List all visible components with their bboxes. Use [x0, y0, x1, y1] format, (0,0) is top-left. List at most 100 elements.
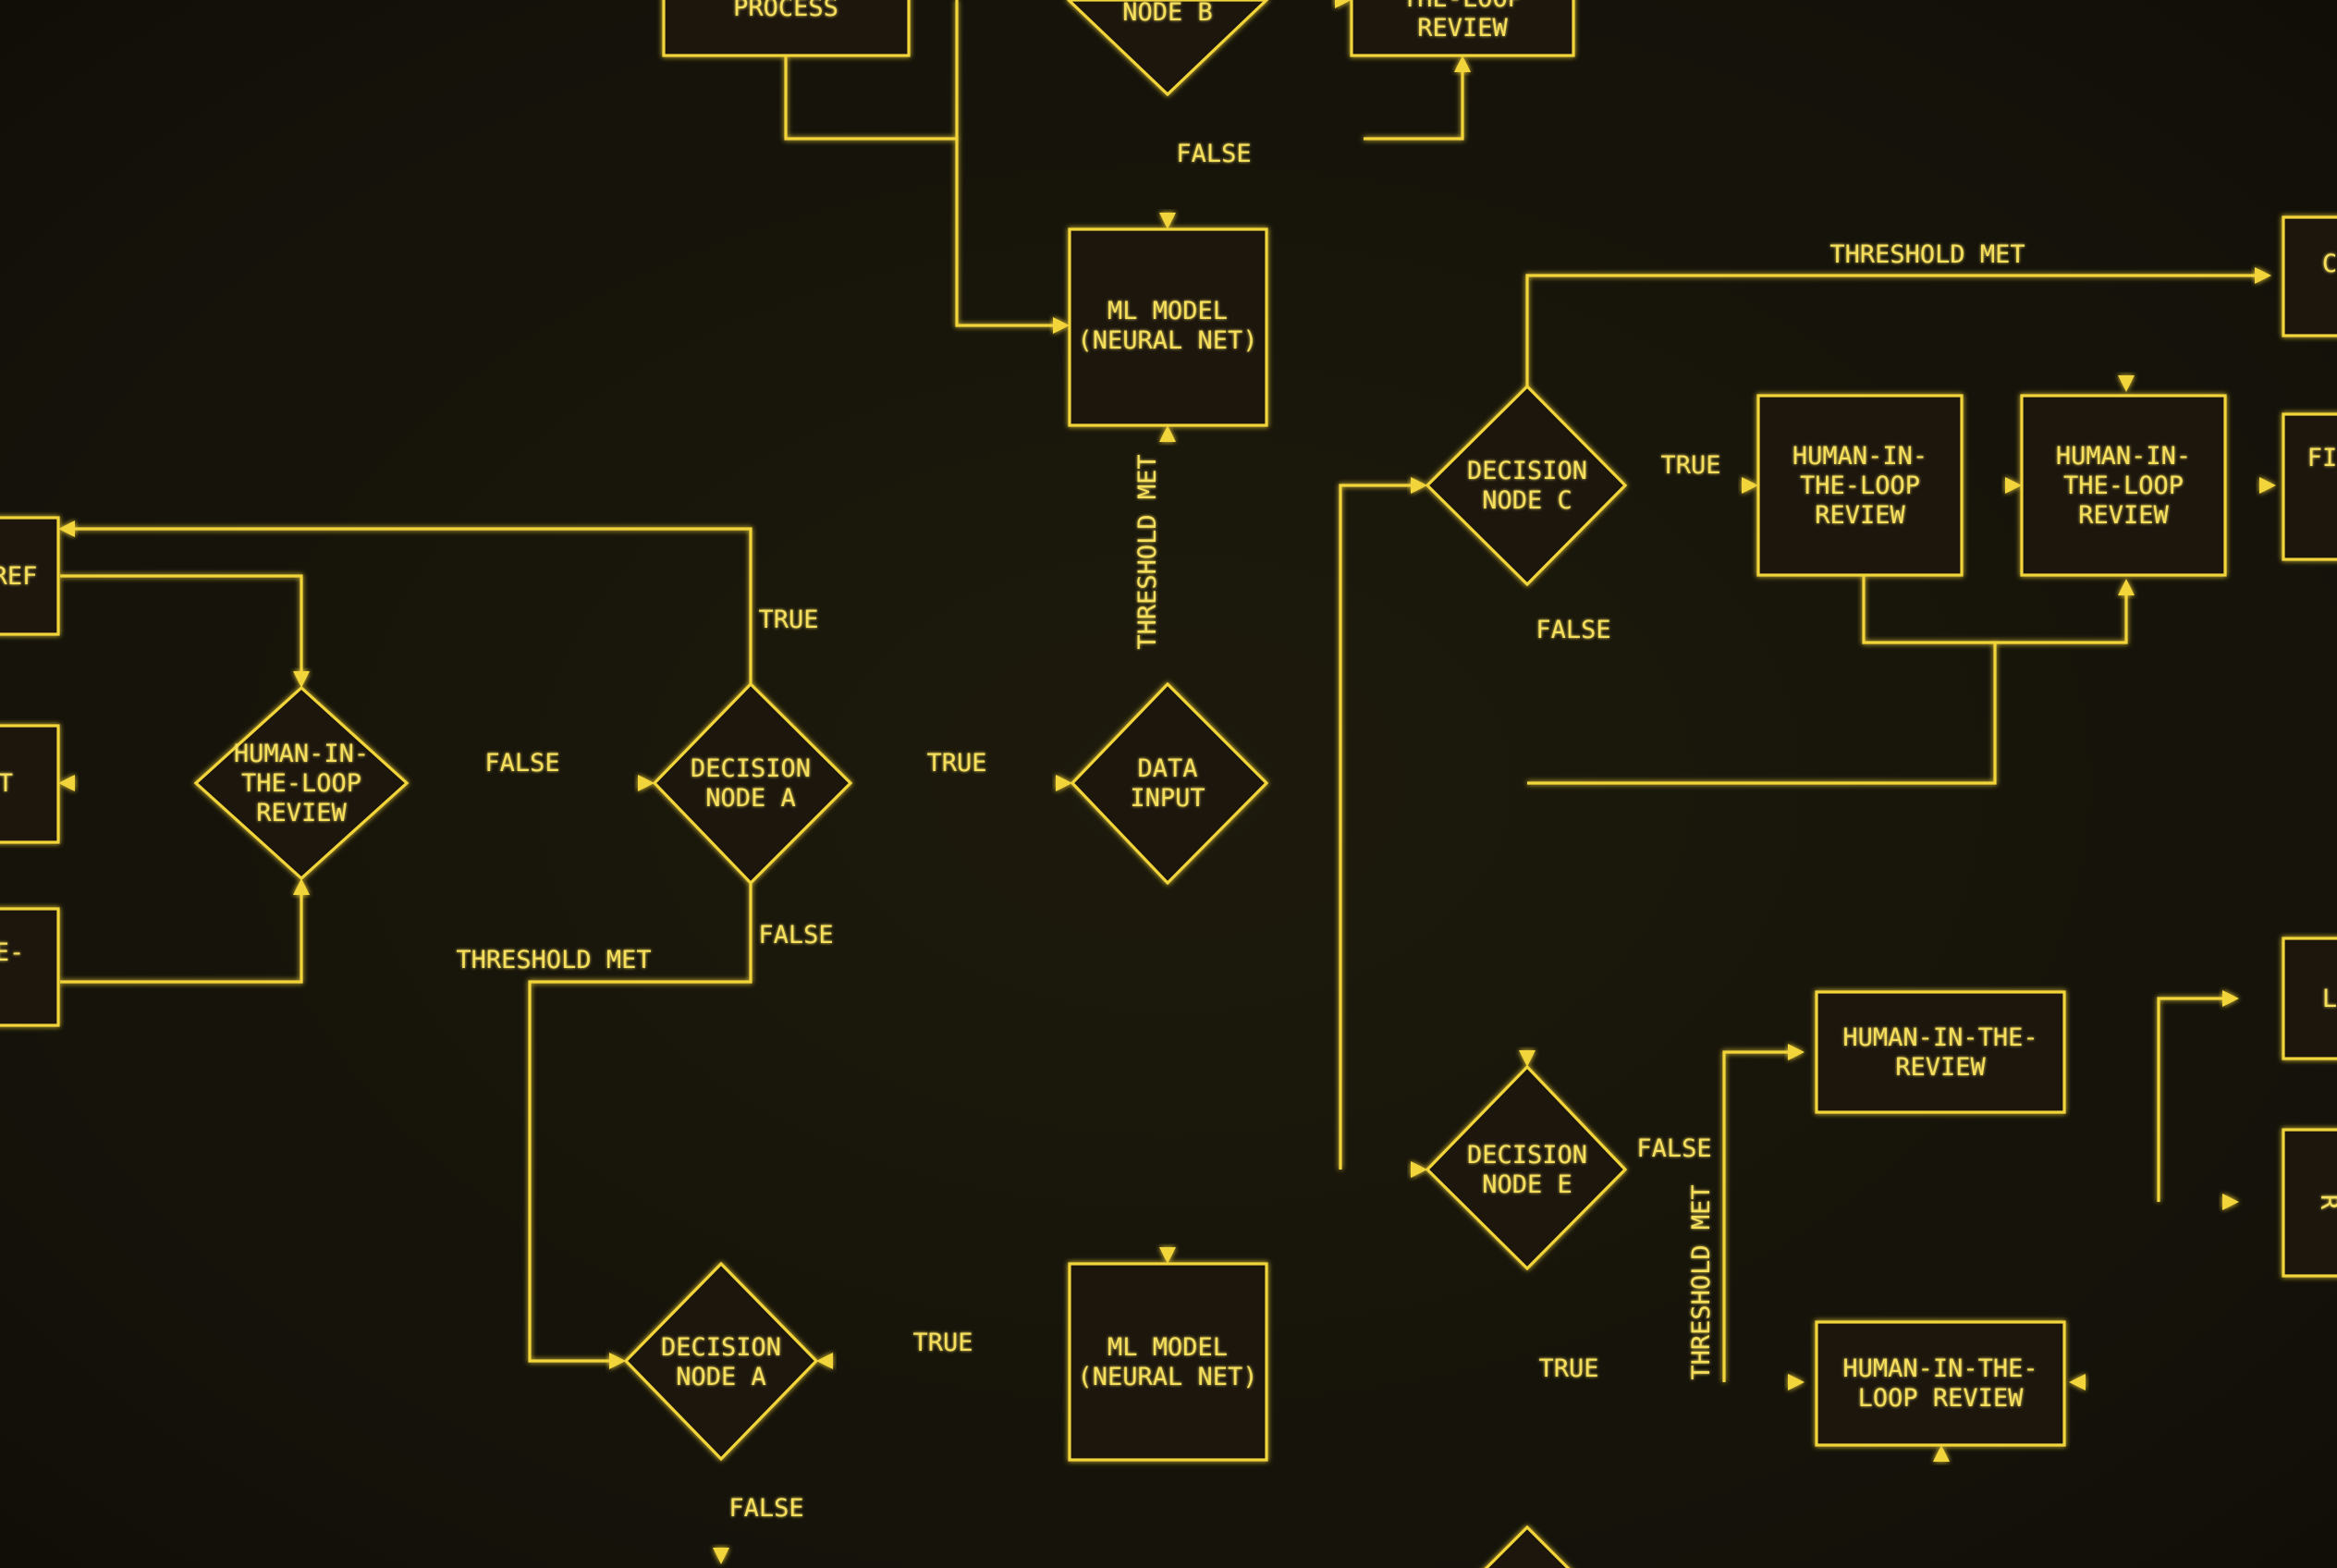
process-top-label: PROCESS [733, 0, 838, 22]
partial-box-t[interactable] [0, 724, 60, 844]
node-label-line: (NEURAL NET) [1077, 1363, 1257, 1391]
partial-box-l[interactable] [2282, 937, 2337, 1060]
ml-top-label: ML MODEL(NEURAL NET) [1077, 297, 1257, 355]
edge-label-b-false: FALSE [1176, 140, 1251, 168]
review-box-c2[interactable] [2020, 394, 2227, 577]
wire-c-threshold [1525, 274, 2260, 386]
node-label-line: DECISION [1467, 1141, 1587, 1170]
arrow-into-ref [58, 521, 75, 537]
node-label-line: C [2322, 250, 2337, 278]
partial-c-label: C [2322, 250, 2337, 278]
edge-label-e-threshold: THRESHOLD MET [1687, 1184, 1716, 1379]
review-box-c1[interactable] [1756, 394, 1964, 577]
edge-labels: FALSE THRESHOLD MET TRUE FALSE TRUE TRUE… [456, 140, 2025, 1523]
node-label-line: DECISION [691, 754, 811, 783]
partial-box-e[interactable] [0, 907, 60, 1027]
partial-box-r[interactable] [2282, 1128, 2337, 1278]
connectors [60, 0, 2337, 1568]
wire-a-true-up [69, 527, 752, 684]
partial-t-label: T [0, 769, 13, 798]
arrow-into-ml-bottom [1159, 1247, 1176, 1264]
review-box-e2[interactable] [1815, 1320, 2066, 1447]
edge-label-a-false-left: FALSE [484, 749, 559, 778]
ml-model-box-top[interactable] [1068, 227, 1268, 427]
arrow-into-partial-r [2222, 1194, 2239, 1210]
node-label-line: NODE A [705, 784, 796, 813]
edge-label-a-true-up: TRUE [758, 606, 818, 634]
arrow-into-review-diamond-bottom [293, 878, 310, 895]
review-box-e1[interactable] [1815, 990, 2066, 1114]
partial-diamond-bottom[interactable] [1474, 1525, 1581, 1568]
decision-node-c-diamond[interactable] [1425, 384, 1628, 587]
node-label-line: DATA [1137, 754, 1197, 783]
partial-box-c[interactable] [2282, 215, 2337, 337]
arrow-into-review-e2-right [2069, 1374, 2086, 1390]
arrow-into-review2-bottom [2118, 579, 2135, 595]
node-label-line: L [2322, 985, 2337, 1013]
edge-label-threshold-met-vertical: THRESHOLD MET [1133, 454, 1162, 649]
arrow-into-fi [2259, 477, 2276, 494]
review-box-top[interactable] [1350, 0, 1575, 57]
node-label-line: FI [2307, 444, 2337, 472]
node-label-line: THE-LOOP [2063, 472, 2184, 500]
edge-label-a-false-down: FALSE [758, 921, 833, 949]
arrow-into-review-e1 [1788, 1044, 1805, 1060]
node-label-line: ML MODEL [1107, 297, 1228, 325]
decision-node-a-lower-diamond[interactable] [623, 1261, 819, 1462]
arrow-into-review-e2 [1788, 1374, 1805, 1390]
arrow-into-review2 [2005, 477, 2022, 494]
arrow-into-a-upper [638, 775, 655, 791]
arrow-into-lower-a-left [609, 1353, 626, 1369]
arrow-into-review-top-side [1335, 0, 1352, 8]
review-diamond-left[interactable] [193, 685, 410, 881]
node-label-line: THE-LOOP [241, 769, 361, 798]
edge-label-threshold-met-left: THRESHOLD MET [456, 946, 651, 974]
arrow-into-e-top [1519, 1050, 1536, 1067]
node-label-line: REVIEW [2078, 501, 2169, 530]
ml-bottom-label: ML MODEL(NEURAL NET) [1077, 1333, 1257, 1391]
partial-r-label: R [2315, 1194, 2337, 1210]
wire-ref-to-review [60, 574, 303, 677]
partial-l-label: L [2322, 985, 2337, 1013]
node-label-line: THE-LOOP [1800, 472, 1920, 500]
edge-label-c-false: FALSE [1536, 616, 1610, 644]
partial-e-label: E- [0, 938, 24, 967]
ml-model-box-bottom[interactable] [1068, 1262, 1268, 1462]
process-box-top[interactable] [662, 0, 911, 57]
node-label-line: HUMAN-IN- [1793, 442, 1927, 471]
wire-a-false-down [528, 883, 752, 1363]
node-label-line: REVIEW [1815, 501, 1905, 530]
arrow-into-ml-top [1159, 213, 1176, 229]
node-label-line: THE-LOOP [1402, 0, 1523, 13]
edge-label-e-false: FALSE [1636, 1134, 1711, 1163]
node-label-line: REVIEW [1895, 1053, 1986, 1082]
edge-label-lower-a-false: FALSE [728, 1494, 803, 1523]
wire-bus-to-ml [955, 0, 1056, 327]
arrow-into-review-top [1454, 55, 1471, 72]
arrow-into-ml-from-below [1159, 425, 1176, 442]
arrow-into-partial-c [2255, 267, 2271, 284]
wire-loop-to-bus [1527, 643, 1997, 785]
data-input-diamond[interactable] [1070, 681, 1269, 886]
node-label-line: REVIEW [256, 799, 347, 827]
wire-process-to-ml [784, 55, 957, 141]
decision-node-b-diamond[interactable] [1066, 0, 1269, 97]
arrow-into-partial-l [2222, 990, 2239, 1007]
partial-box-fi[interactable] [2282, 412, 2337, 561]
partial-ref-label: REF [0, 562, 37, 591]
decision-node-a-upper-diamond[interactable] [652, 681, 853, 886]
edge-label-c-true: TRUE [1660, 451, 1720, 480]
decision-node-e-diamond[interactable] [1425, 1064, 1628, 1271]
wire-bus-to-c [1339, 484, 1416, 1170]
partial-box-ref[interactable] [0, 516, 60, 636]
node-label-line: PROCESS [733, 0, 838, 22]
edge-label-threshold-met-top: THRESHOLD MET [1829, 240, 2025, 269]
edge-label-a-true-right: TRUE [926, 749, 986, 778]
